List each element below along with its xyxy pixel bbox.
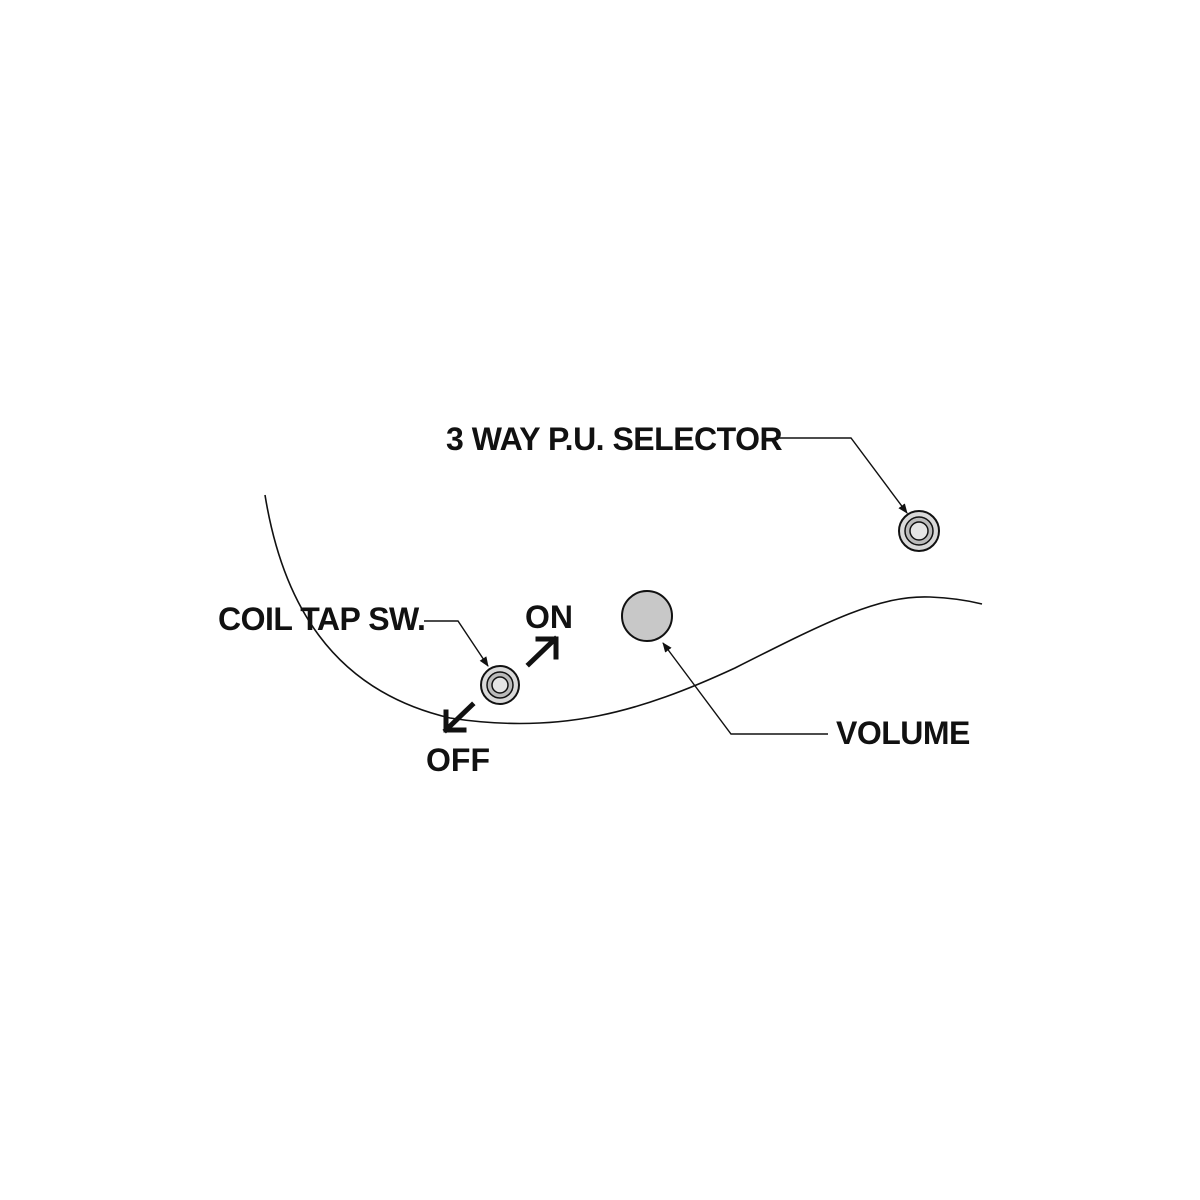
selector-label: 3 WAY P.U. SELECTOR	[446, 421, 783, 457]
off-label: OFF	[426, 742, 490, 778]
coil-tap-leader-line	[424, 620, 489, 667]
knob-icon	[621, 590, 673, 642]
mini-switch-icon	[480, 665, 520, 705]
volume-label: VOLUME	[836, 715, 970, 751]
body-outline-left	[264, 494, 983, 725]
on-label: ON	[525, 599, 573, 635]
off-arrow-icon	[442, 701, 476, 734]
toggle-switch-icon	[898, 510, 940, 552]
selector-leader-line	[775, 437, 908, 514]
on-arrow-icon	[525, 635, 559, 668]
coil-tap-label: COIL TAP SW.	[218, 601, 425, 637]
volume-leader-line	[662, 642, 828, 735]
